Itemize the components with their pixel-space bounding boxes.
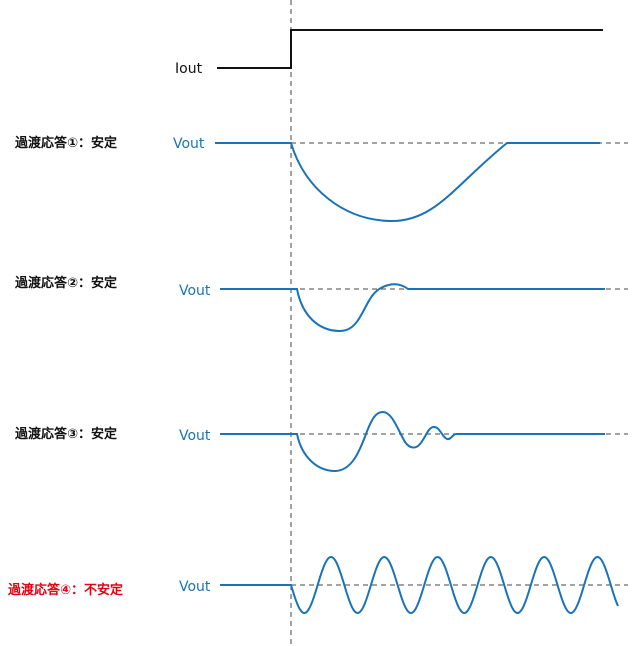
response-4-vout-label: Vout <box>179 579 211 595</box>
response-3-title: 過渡応答③：安定 <box>14 426 117 442</box>
response-2-waveform <box>220 283 605 333</box>
response-1-waveform <box>215 142 600 223</box>
response-4-title: 過渡応答④：不安定 <box>7 582 123 598</box>
response-1-title: 過渡応答①：安定 <box>14 135 117 151</box>
response-2-title: 過渡応答②：安定 <box>14 275 117 291</box>
response-1-vout-label: Vout <box>173 136 205 152</box>
iout-step-waveform <box>217 29 603 69</box>
response-3-vout-label: Vout <box>179 428 211 444</box>
response-4-oscillating-waveform <box>220 555 619 615</box>
response-3-waveform <box>220 410 605 473</box>
response-2-vout-label: Vout <box>179 283 211 299</box>
iout-label: Iout <box>175 61 203 77</box>
